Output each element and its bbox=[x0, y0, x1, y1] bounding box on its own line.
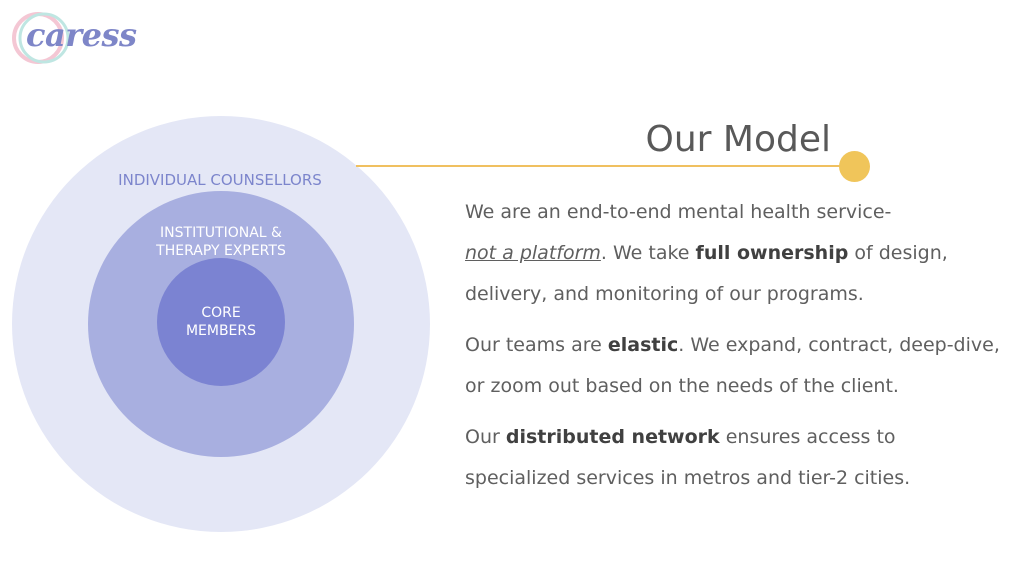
concentric-circles-diagram: INDIVIDUAL COUNSELLORS INSTITUTIONAL & T… bbox=[0, 0, 440, 576]
title-divider-line bbox=[356, 165, 854, 167]
model-description: We are an end-to-end mental health servi… bbox=[465, 192, 1005, 509]
paragraph-network: Our distributed network ensures access t… bbox=[465, 417, 1005, 499]
middle-label-line2: THERAPY EXPERTS bbox=[156, 243, 286, 259]
inner-label-line1: CORE bbox=[201, 305, 241, 321]
caress-logo: caress bbox=[10, 10, 137, 66]
p3-text2: ensures access to specialized services i… bbox=[465, 426, 911, 489]
inner-circle-label: CORE MEMBERS bbox=[170, 304, 272, 340]
p3-bold: distributed network bbox=[505, 426, 720, 448]
logo-text: caress bbox=[26, 16, 137, 54]
p2-bold: elastic bbox=[607, 334, 679, 356]
title-accent-dot bbox=[839, 151, 870, 182]
inner-circle bbox=[157, 258, 285, 386]
p2-text2: . We expand, contract, deep-dive, or zoo… bbox=[465, 334, 1000, 397]
p1-text2: . We take bbox=[600, 242, 696, 264]
p1-bold: full ownership bbox=[695, 242, 849, 264]
p1-emphasis: not a platform bbox=[465, 242, 601, 264]
middle-circle-label: INSTITUTIONAL & THERAPY EXPERTS bbox=[120, 224, 322, 260]
p2-text1: Our teams are bbox=[465, 334, 608, 356]
p1-text1: We are an end-to-end mental health servi… bbox=[465, 201, 892, 223]
inner-label-line2: MEMBERS bbox=[185, 323, 257, 339]
paragraph-teams: Our teams are elastic. We expand, contra… bbox=[465, 325, 1005, 407]
paragraph-service: We are an end-to-end mental health servi… bbox=[465, 192, 1005, 315]
p3-text1: Our bbox=[465, 426, 506, 448]
middle-label-line1: INSTITUTIONAL & bbox=[160, 225, 282, 241]
page-title: Our Model bbox=[645, 119, 831, 160]
p1-text3: of design, delivery, and monitoring of o… bbox=[465, 242, 948, 305]
logo-rings-icon bbox=[12, 12, 70, 64]
outer-circle-label: INDIVIDUAL COUNSELLORS bbox=[118, 171, 322, 189]
